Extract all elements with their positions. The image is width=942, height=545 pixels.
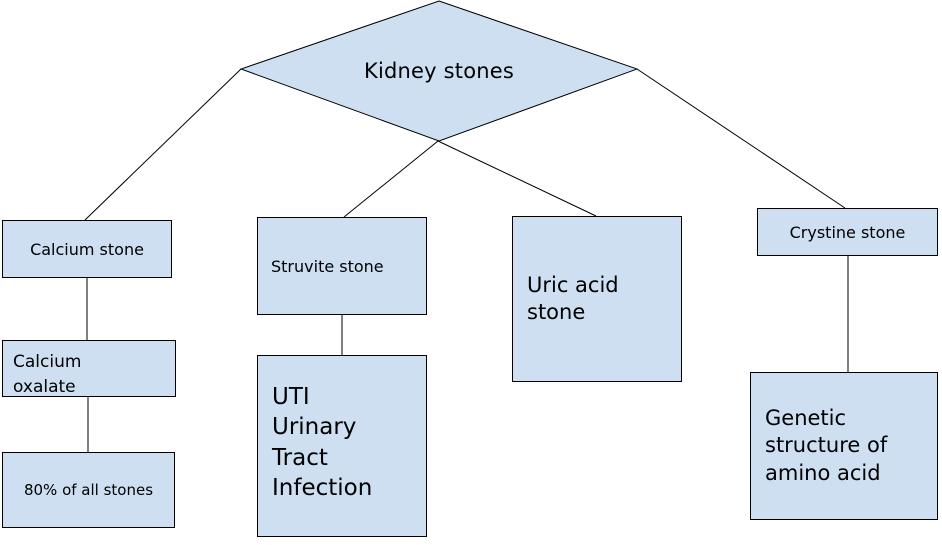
- node-uric-acid-stone-label: Uric acid stone: [527, 273, 619, 324]
- node-struvite-stone-label: Struvite stone: [271, 256, 384, 276]
- node-calcium-oxalate-label: Calcium oxalate: [13, 352, 82, 397]
- diamond-shape-icon: [240, 0, 638, 142]
- node-crystine-stone-label: Crystine stone: [789, 222, 906, 242]
- node-uti-label: UTI Urinary Tract Infection: [272, 384, 373, 502]
- edge-kidney-to-calcium: [84, 68, 242, 221]
- node-crystine-stone[interactable]: Crystine stone: [757, 208, 938, 256]
- node-eighty-percent[interactable]: 80% of all stones: [2, 452, 175, 528]
- node-calcium-oxalate[interactable]: Calcium oxalate: [2, 340, 176, 397]
- node-struvite-stone[interactable]: Struvite stone: [257, 217, 427, 315]
- node-uric-acid-stone[interactable]: Uric acid stone: [512, 216, 682, 382]
- edge-kidney-to-struvite: [343, 140, 439, 218]
- edge-kidney-to-crystine: [636, 68, 846, 209]
- node-genetic-structure[interactable]: Genetic structure of amino acid: [750, 372, 938, 520]
- node-calcium-stone[interactable]: Calcium stone: [2, 220, 172, 278]
- node-calcium-stone-label: Calcium stone: [30, 239, 144, 259]
- node-eighty-percent-label: 80% of all stones: [23, 481, 154, 499]
- node-uti[interactable]: UTI Urinary Tract Infection: [257, 355, 427, 537]
- edge-kidney-to-uric-acid: [437, 140, 597, 217]
- node-genetic-structure-label: Genetic structure of amino acid: [765, 406, 888, 485]
- node-kidney-stones-label: Kidney stones: [363, 59, 515, 83]
- node-kidney-stones[interactable]: Kidney stones: [240, 0, 638, 142]
